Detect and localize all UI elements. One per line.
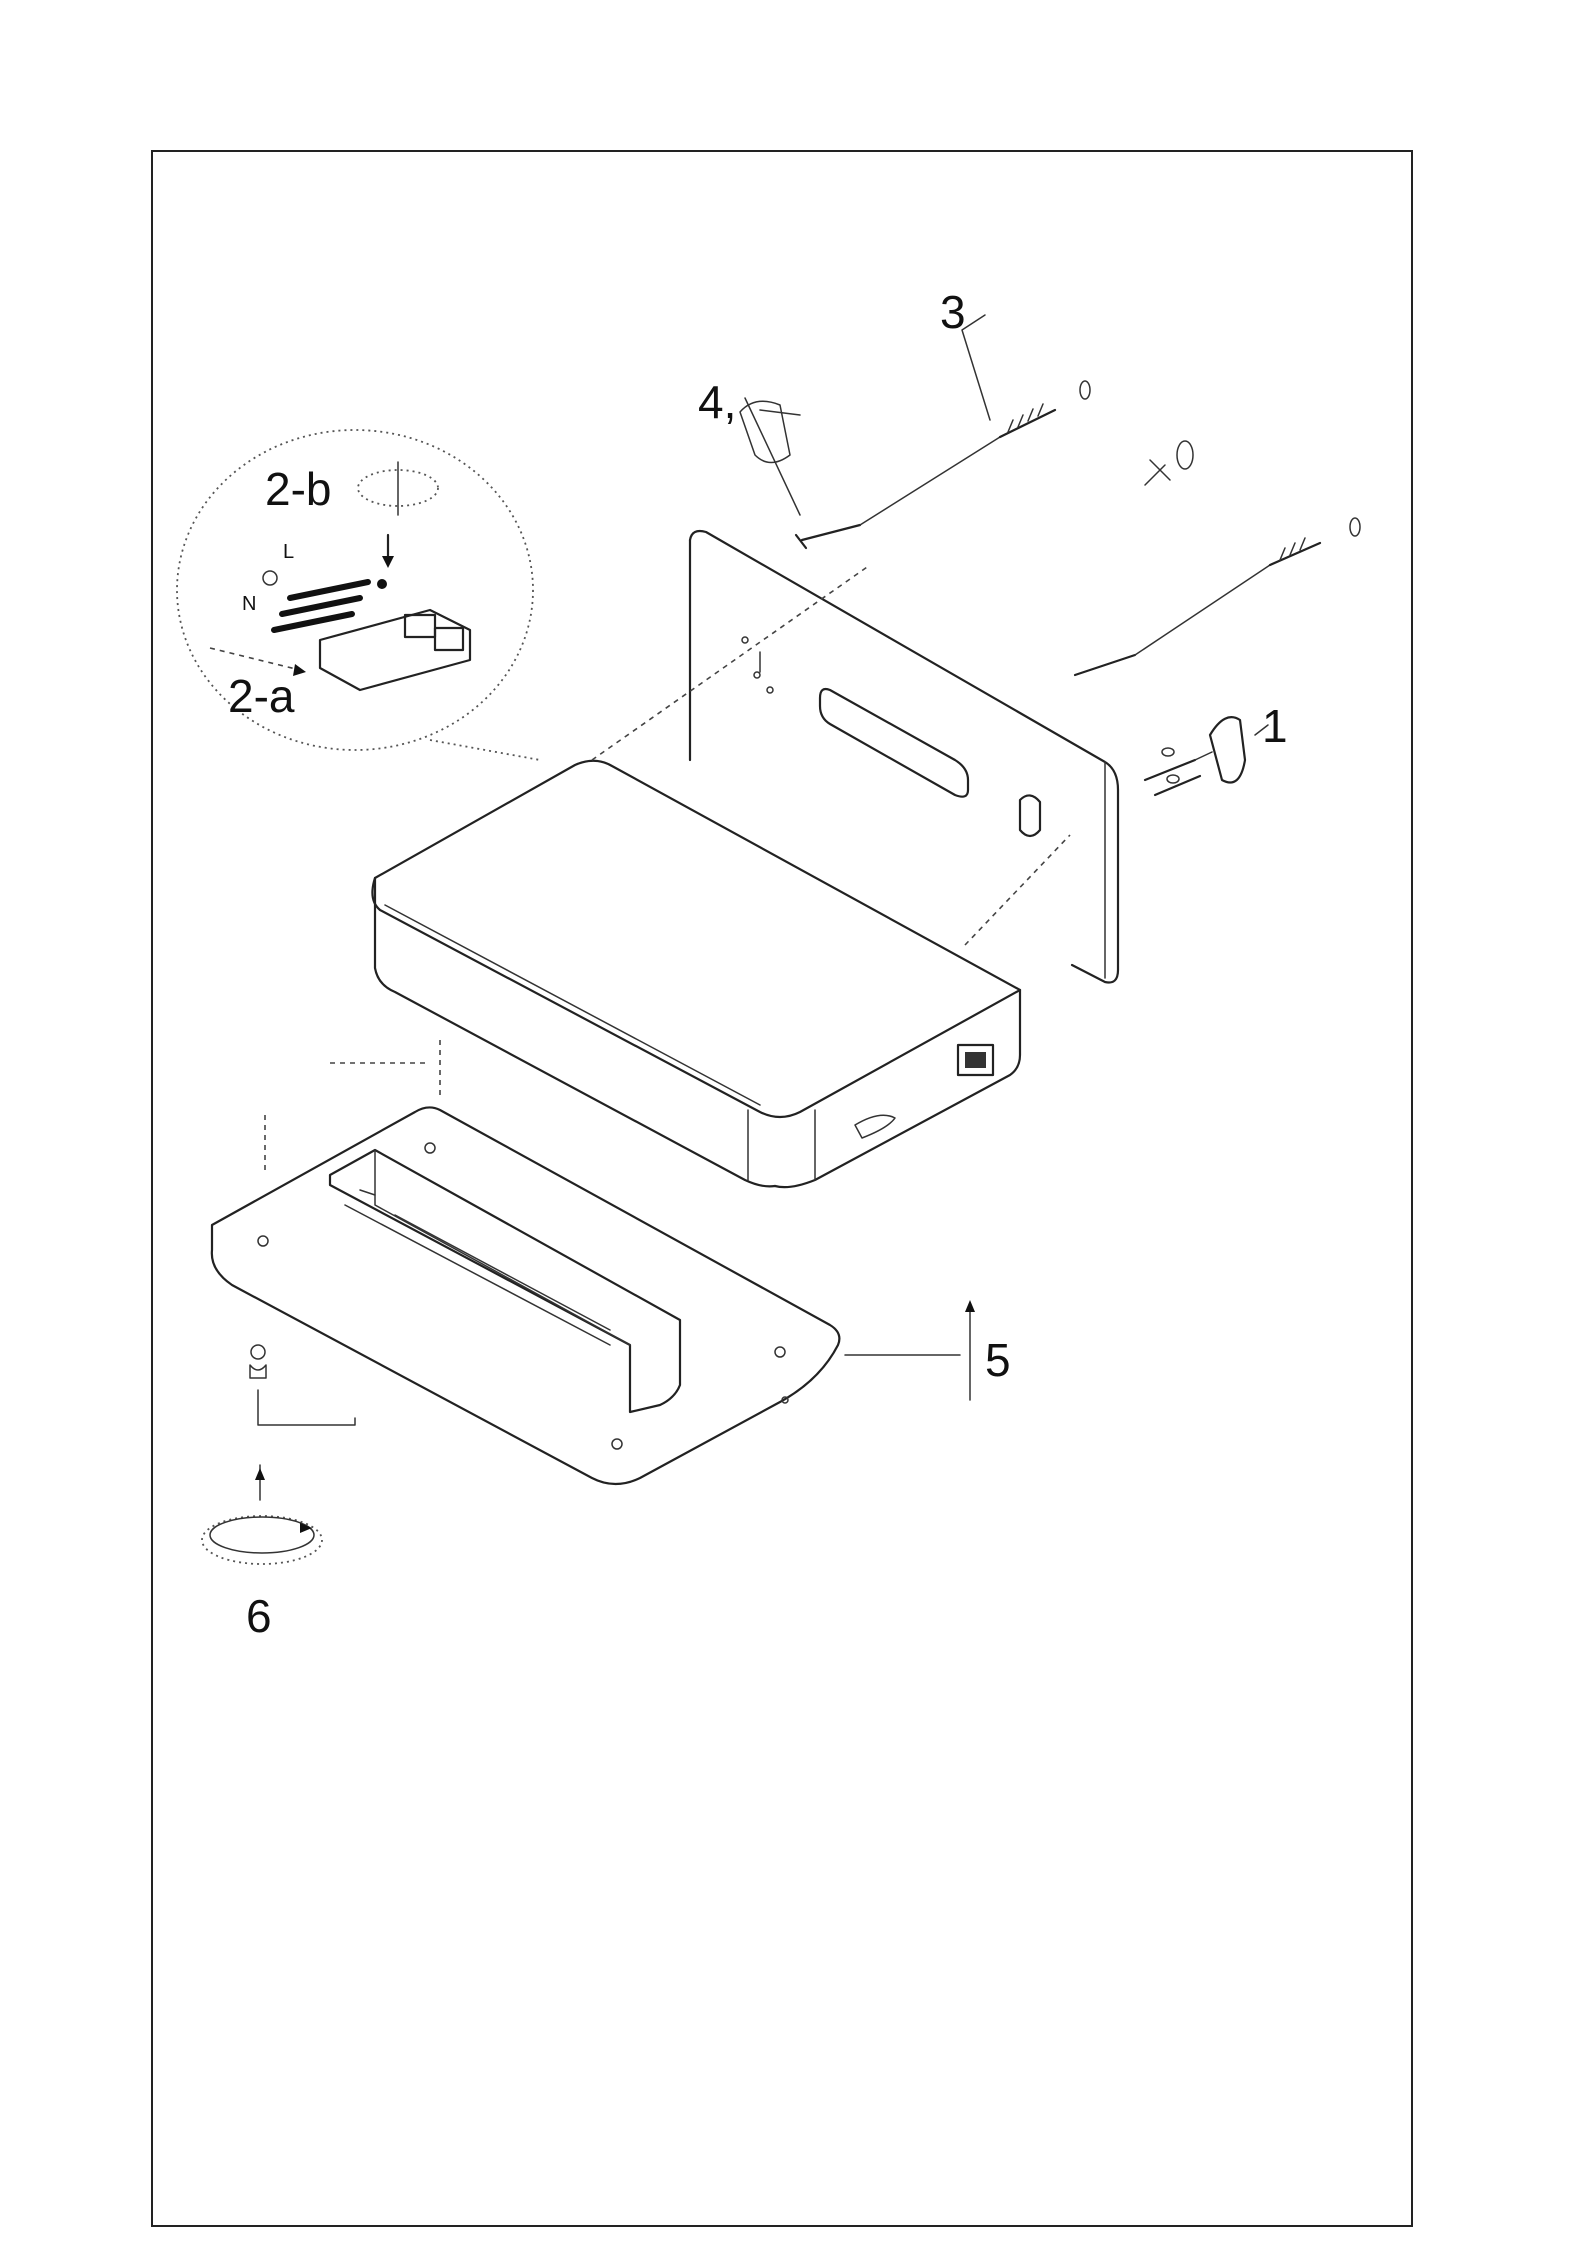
wall-bracket — [690, 531, 1118, 983]
leveling-foot — [250, 1345, 266, 1378]
callout-5: 5 — [985, 1334, 1011, 1386]
callout-1: 1 — [1262, 700, 1288, 752]
keyhole — [1020, 795, 1040, 836]
page-frame — [152, 151, 1412, 2226]
alignment-lines — [265, 565, 1070, 1175]
callout-2a: 2-a — [228, 670, 295, 722]
base-plate — [212, 1107, 840, 1484]
callout-3: 3 — [940, 286, 966, 338]
callout-4: 4, — [698, 376, 736, 428]
terminal-label-n: N — [242, 593, 256, 615]
main-unit — [372, 761, 1020, 1187]
leaders — [255, 315, 1268, 1500]
callout-6: 6 — [246, 1590, 272, 1642]
terminal-label-l: L — [283, 541, 294, 563]
bracket-slot — [820, 689, 968, 797]
adjustment-ring — [202, 1516, 322, 1564]
wall-anchors — [740, 401, 1245, 782]
callout-2b: 2-b — [265, 463, 331, 515]
